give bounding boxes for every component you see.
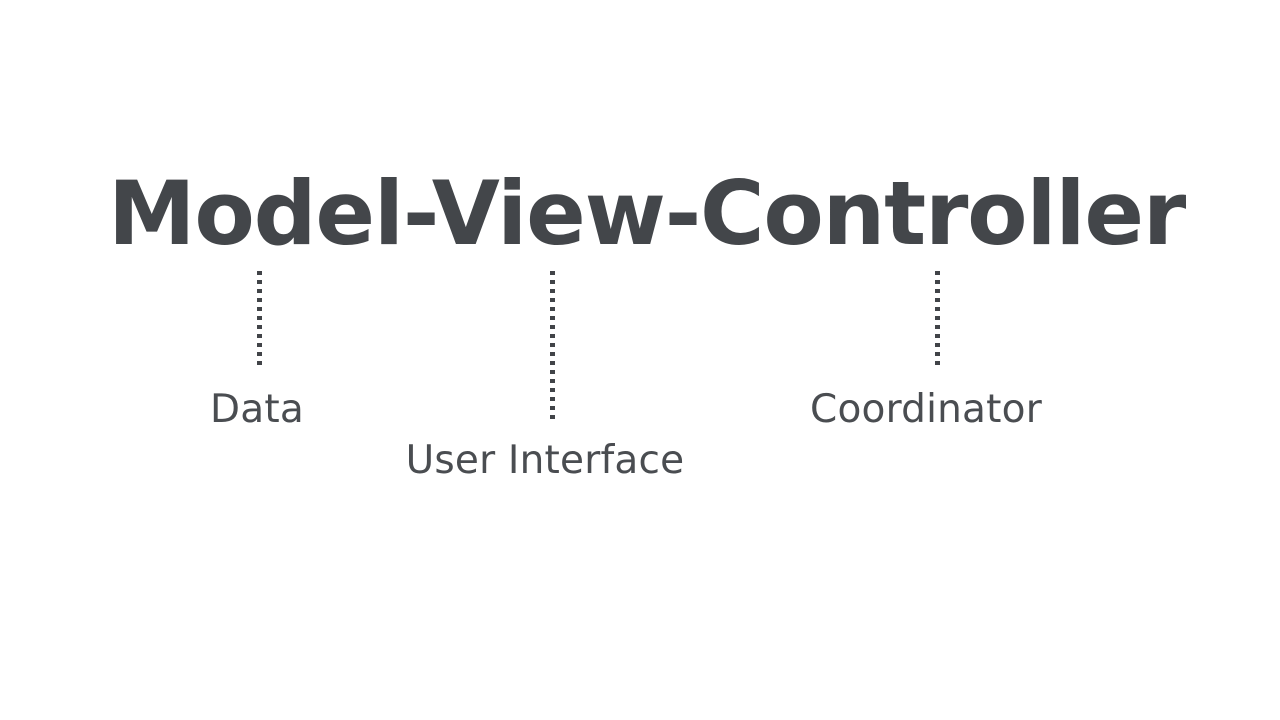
connector-line-model bbox=[257, 271, 262, 365]
branch-label-controller: Coordinator bbox=[810, 387, 1042, 432]
connector-line-view bbox=[550, 271, 555, 419]
branch-label-model: Data bbox=[210, 387, 304, 432]
page-title: Model-View-Controller bbox=[108, 162, 1186, 265]
connector-line-controller bbox=[935, 271, 940, 365]
branch-label-view: User Interface bbox=[405, 438, 685, 483]
